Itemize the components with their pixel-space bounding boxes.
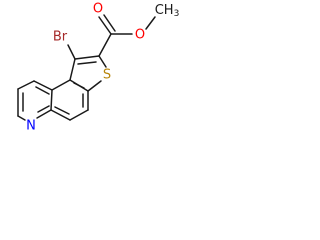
bromine-label: Br xyxy=(53,30,68,45)
methyl-group-label: CH3 xyxy=(155,3,180,20)
bond xyxy=(36,109,52,119)
atom-label-layer: Br S O O N CH3 xyxy=(26,2,179,134)
bond xyxy=(35,86,50,95)
ester-oxygen-label: O xyxy=(135,28,145,43)
bond xyxy=(98,33,112,57)
nitrogen-label: N xyxy=(26,119,36,134)
bond xyxy=(51,79,71,91)
bond xyxy=(98,55,107,68)
molecule-canvas: Br S O O N CH3 xyxy=(0,0,188,149)
bond xyxy=(98,16,112,35)
bond xyxy=(50,89,53,111)
bond xyxy=(54,106,70,115)
bond xyxy=(77,61,97,65)
bond xyxy=(69,58,76,81)
bond xyxy=(103,14,116,32)
bond xyxy=(37,105,50,113)
bond xyxy=(17,80,35,90)
bond xyxy=(50,109,71,121)
bond xyxy=(87,80,102,92)
bond xyxy=(73,82,85,89)
bond xyxy=(33,80,53,91)
bond xyxy=(69,109,89,121)
carbonyl-oxygen-label: O xyxy=(93,2,103,17)
structure-diagram: Br S O O N CH3 xyxy=(17,2,179,134)
methyl-subscript: 3 xyxy=(174,9,180,19)
bond-layer xyxy=(17,14,156,121)
bond xyxy=(67,44,76,60)
methyl-label: CH xyxy=(155,3,174,18)
sulfur-label: S xyxy=(103,68,111,83)
bond xyxy=(17,115,26,121)
bond xyxy=(74,55,100,60)
bond xyxy=(145,16,156,30)
